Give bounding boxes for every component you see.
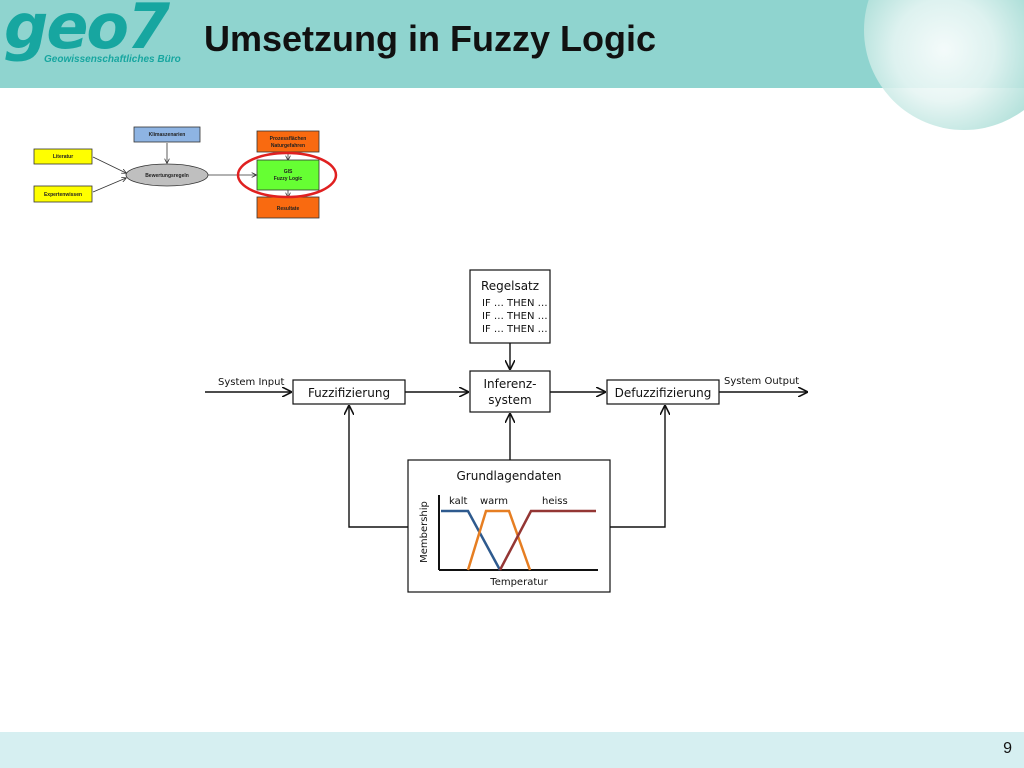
defuzzifizierung-label: Defuzzifizierung: [615, 386, 712, 400]
arrow-literatur-bewertung: [92, 156, 126, 173]
membership-curve-warm: [466, 509, 532, 571]
gis-fuzzy-box: [256, 159, 320, 191]
expertenwissen-box: [33, 185, 93, 203]
bewertungsregeln-label: Bewertungsregeln: [145, 173, 189, 179]
slide-footer: 9: [0, 732, 1024, 768]
inferenz-label-2: system: [488, 393, 531, 407]
arrow-experten-bewertung: [92, 178, 126, 193]
system-input-label: System Input: [218, 377, 284, 388]
klimaszenarien-box: [133, 126, 201, 143]
fuzzy-system-diagram: Regelsatz IF … THEN … IF … THEN … IF … T…: [205, 269, 807, 593]
grundlagendaten-title: Grundlagendaten: [456, 469, 561, 483]
regelsatz-title: Regelsatz: [481, 279, 539, 293]
membership-curve-heiss: [498, 509, 596, 571]
slide-title: Umsetzung in Fuzzy Logic: [204, 18, 657, 59]
page-number: 9: [1003, 740, 1012, 757]
regelsatz-rule-2: IF … THEN …: [482, 311, 548, 322]
set-label-warm: warm: [480, 496, 508, 507]
membership-axis-label: Membership: [419, 501, 430, 563]
prozessflaechen-label-2: Naturgefahren: [271, 143, 305, 149]
regelsatz-box: [469, 269, 551, 344]
regelsatz-rule-1: IF … THEN …: [482, 298, 548, 309]
fuzzy-logic-label: Fuzzy Logic: [274, 176, 303, 182]
regelsatz-rule-3: IF … THEN …: [482, 324, 548, 335]
system-output-label: System Output: [724, 376, 799, 387]
arrow-grundlagen-fuzzi: [349, 406, 408, 528]
klimaszenarien-label: Klimaszenarien: [149, 132, 186, 138]
prozessflaechen-label-1: Prozessflächen: [270, 136, 307, 142]
fuzzifizierung-box: [292, 379, 406, 405]
arrow-grundlagen-defuzzi: [610, 406, 665, 528]
gis-label: GIS: [284, 169, 293, 175]
slide-header: geo7 Geowissenschaftliches Büro Umsetzun…: [0, 0, 1024, 130]
logo-wordmark: geo7: [4, 0, 170, 63]
set-label-kalt: kalt: [449, 496, 468, 507]
literatur-label: Literatur: [53, 154, 73, 160]
expertenwissen-label: Expertenwissen: [44, 192, 82, 198]
logo-tagline: Geowissenschaftliches Büro: [44, 54, 181, 65]
inferenz-label-1: Inferenz-: [483, 377, 536, 391]
overview-diagram: Literatur Expertenwissen Klimaszenarien …: [33, 126, 338, 219]
fuzzifizierung-label: Fuzzifizierung: [308, 386, 390, 400]
literatur-box: [33, 148, 93, 165]
set-label-heiss: heiss: [542, 496, 568, 507]
resultate-label: Resultate: [277, 206, 300, 212]
geo7-logo: geo7 Geowissenschaftliches Büro: [4, 0, 194, 76]
highlight-circle: [236, 151, 338, 199]
bewertungsregeln-ellipse: [125, 163, 209, 187]
inferenzsystem-box: [469, 370, 551, 413]
membership-curve-kalt: [441, 509, 502, 571]
temperatur-axis-label: Temperatur: [489, 577, 548, 588]
